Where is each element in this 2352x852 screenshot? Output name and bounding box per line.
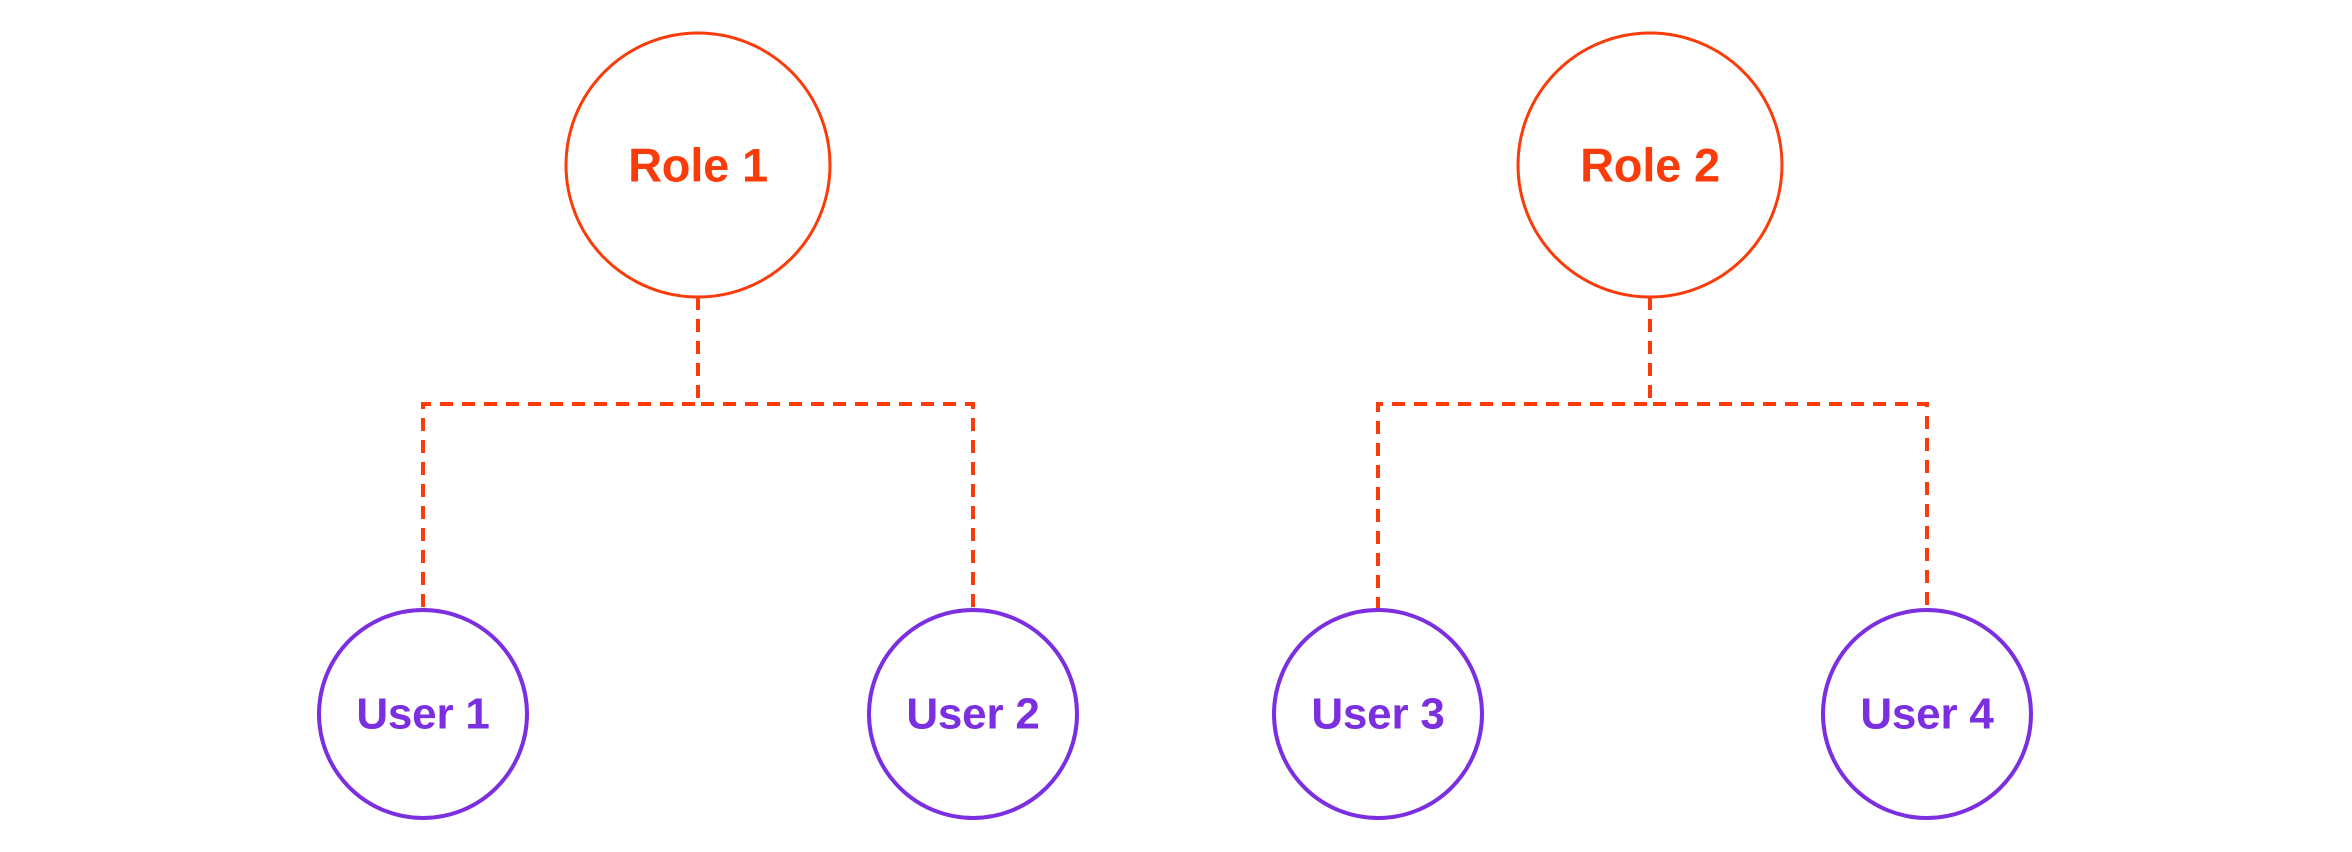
node-user3[interactable]: User 3 (1272, 608, 1484, 820)
node-label-role1: Role 1 (628, 139, 768, 192)
node-label-user2: User 2 (906, 690, 1039, 739)
node-label-role2: Role 2 (1580, 139, 1720, 192)
node-role1[interactable]: Role 1 (564, 31, 832, 299)
user-circle-user4[interactable] (1821, 608, 2033, 820)
node-label-user1: User 1 (356, 690, 489, 739)
node-user4[interactable]: User 4 (1821, 608, 2033, 820)
node-label-user4: User 4 (1860, 690, 1994, 739)
edge-role2-user3 (1376, 297, 1652, 610)
node-user2[interactable]: User 2 (867, 608, 1079, 820)
node-user1[interactable]: User 1 (317, 608, 529, 820)
edge-role1-user2 (696, 297, 975, 610)
node-layer: Role 1 Role 2 User 1 User 2 User 3 User 4 (317, 31, 2033, 820)
node-label-user3: User 3 (1311, 690, 1444, 739)
edge-role2-user4 (1648, 297, 1929, 610)
user-circle-user2[interactable] (867, 608, 1079, 820)
role-circle-role1[interactable] (564, 31, 832, 299)
role-circle-role2[interactable] (1516, 31, 1784, 299)
edge-role1-user1 (421, 297, 700, 610)
user-circle-user3[interactable] (1272, 608, 1484, 820)
user-circle-user1[interactable] (317, 608, 529, 820)
node-role2[interactable]: Role 2 (1516, 31, 1784, 299)
edge-layer (421, 297, 1929, 610)
